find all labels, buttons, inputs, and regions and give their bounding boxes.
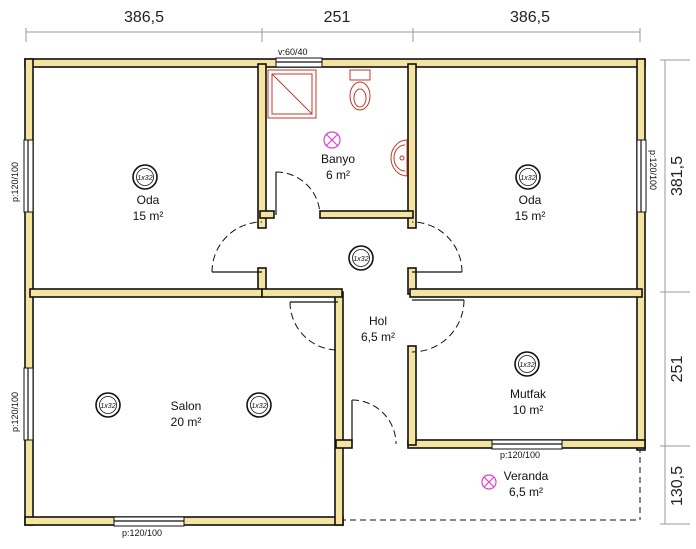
toilet-icon xyxy=(349,69,371,111)
svg-text:1x32: 1x32 xyxy=(519,362,534,369)
room-name: Mutfak xyxy=(510,387,547,401)
room-veranda: Veranda 6,5 m² xyxy=(504,469,549,499)
sink-icon xyxy=(390,139,408,177)
window-label-salon-bottom: p:120/100 xyxy=(122,528,162,538)
room-area: 15 m² xyxy=(515,209,546,223)
window-label-oda-right: p:120/100 xyxy=(648,150,658,190)
svg-text:1x32: 1x32 xyxy=(100,403,115,410)
window-label-mutfak-bottom: p:120/100 xyxy=(500,450,540,460)
window-mutfak-bottom: p:120/100 xyxy=(491,439,563,460)
room-oda-left: Oda 15 m² xyxy=(133,193,164,223)
dimension-top-left: 386,5 xyxy=(124,9,164,26)
lamp-icon: 1x32 xyxy=(132,164,158,190)
room-hol: Hol 6,5 m² xyxy=(361,314,395,344)
shower-tray xyxy=(267,69,317,119)
window-label-oda-left: p:120/100 xyxy=(10,162,20,202)
top-dimension: 386,5 251 386,5 xyxy=(25,9,641,42)
door-salon xyxy=(289,301,339,351)
room-area: 6,5 m² xyxy=(509,485,543,499)
svg-text:1x32: 1x32 xyxy=(137,175,152,182)
dimension-right-top: 381,5 xyxy=(669,156,686,196)
window-salon-bottom: p:120/100 xyxy=(113,516,185,538)
lamp-icon: 1x32 xyxy=(514,351,540,377)
dimension-top-right: 386,5 xyxy=(510,9,550,26)
room-name: Salon xyxy=(171,399,202,413)
room-name: Oda xyxy=(519,193,542,207)
dimension-top-middle: 251 xyxy=(324,9,351,26)
svg-text:1x32: 1x32 xyxy=(353,256,368,263)
veranda-outline xyxy=(340,447,641,521)
room-oda-right: Oda 15 m² xyxy=(515,193,546,223)
window-label-salon-side: p:120/100 xyxy=(10,392,20,432)
lamp-icon: 1x32 xyxy=(246,392,272,418)
lamp-icon: 1x32 xyxy=(515,164,541,190)
room-name: Oda xyxy=(137,193,160,207)
light-marker-icon xyxy=(323,131,341,149)
room-salon: Salon 20 m² xyxy=(171,399,202,429)
room-banyo: Banyo 6 m² xyxy=(321,152,355,182)
dimension-right-middle: 251 xyxy=(669,356,686,383)
room-area: 15 m² xyxy=(133,209,164,223)
room-area: 10 m² xyxy=(513,403,544,417)
window-label-banyo: v:60/40 xyxy=(278,47,308,57)
walls xyxy=(24,58,646,526)
room-name: Veranda xyxy=(504,469,549,483)
window-oda-left: p:120/100 xyxy=(10,139,34,213)
room-area: 6,5 m² xyxy=(361,330,395,344)
lamp-icon: 1x32 xyxy=(95,392,121,418)
svg-text:1x32: 1x32 xyxy=(520,175,535,182)
room-name: Banyo xyxy=(321,152,355,166)
door-oda-right xyxy=(411,221,463,273)
room-area: 20 m² xyxy=(171,415,202,429)
room-mutfak: Mutfak 10 m² xyxy=(510,387,547,417)
door-entrance xyxy=(351,399,397,445)
svg-text:1x32: 1x32 xyxy=(251,403,266,410)
lamp-icon: 1x32 xyxy=(348,245,374,271)
window-oda-right: p:120/100 xyxy=(636,139,658,213)
door-banyo xyxy=(275,171,321,216)
room-area: 6 m² xyxy=(326,168,350,182)
window-salon-side: p:120/100 xyxy=(10,367,34,441)
room-name: Hol xyxy=(369,314,387,328)
door-oda-left xyxy=(211,221,263,273)
light-marker-icon xyxy=(481,474,497,490)
dimension-right-bottom: 130,5 xyxy=(669,466,686,506)
right-dimension: 381,5 251 130,5 xyxy=(660,59,690,525)
door-mutfak xyxy=(411,299,465,353)
window-banyo-top: v:60/40 xyxy=(275,47,323,68)
